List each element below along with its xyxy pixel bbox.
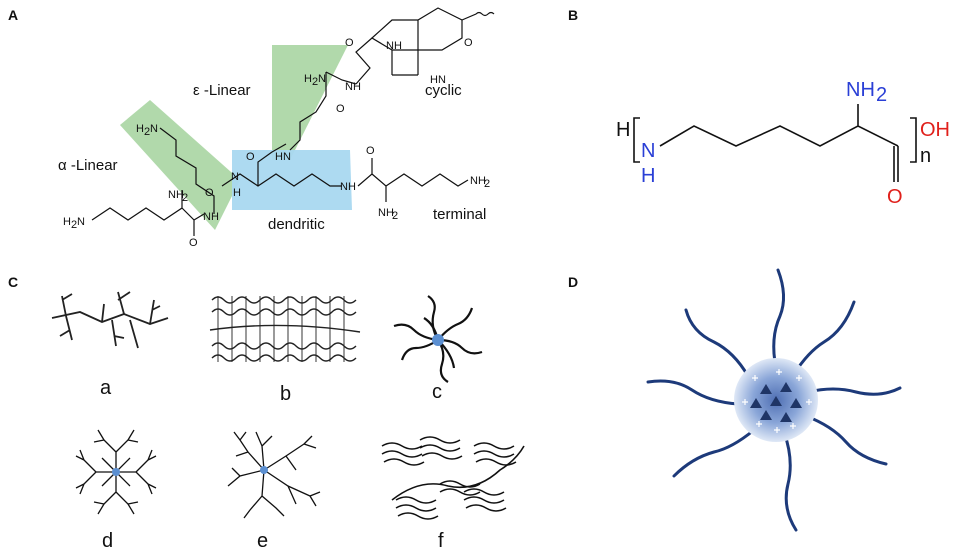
epsilon-nh: NH: [345, 81, 361, 93]
alpha-o: O: [205, 187, 214, 199]
left-h2n: H: [63, 216, 71, 228]
sublabel-e: e: [257, 530, 268, 552]
structure-d: [75, 429, 157, 515]
left-o: O: [189, 237, 198, 249]
b-backbone: [659, 104, 899, 147]
arm: [782, 430, 798, 532]
left-nh2: NH: [168, 189, 184, 201]
cyclic-hn: HN: [430, 74, 446, 86]
terminal-nh2: NH: [378, 207, 394, 219]
cyclic-label: cyclic: [425, 82, 462, 99]
cyclic-tail: [461, 11, 495, 21]
sublabel-a: a: [100, 377, 112, 399]
panel-a: NH HN O O H 2 N NH O ε -Linear cyclic H …: [58, 7, 495, 249]
panel-b: H N H NH 2 O OH n: [616, 79, 950, 208]
panel-c: a b c: [51, 291, 525, 552]
panel-label-c: C: [8, 274, 18, 290]
dendritic-hn: HN: [275, 151, 291, 163]
panel-label-b: B: [568, 7, 578, 23]
structure-a: [51, 291, 169, 349]
triangle-icon: [760, 384, 772, 394]
left-h2n-n: N: [77, 216, 85, 228]
epsilon-o: O: [336, 103, 345, 115]
panel-d: [646, 268, 902, 532]
alpha-nh: NH: [203, 211, 219, 223]
triangle-icon: [750, 398, 762, 408]
alpha-linear-region: [120, 100, 240, 230]
cyclic-ring: [370, 7, 463, 76]
terminal-end-nh2: NH: [470, 175, 486, 187]
dendritic-label: dendritic: [268, 216, 325, 233]
sublabel-d: d: [102, 530, 113, 552]
arm: [772, 268, 785, 370]
triangle-icon: [760, 410, 772, 420]
cyclic-nh: NH: [386, 40, 402, 52]
dendritic-n: N: [231, 171, 239, 183]
triangle-icon: [790, 398, 802, 408]
triangle-icon: [780, 382, 792, 392]
b-n-sub: n: [920, 145, 931, 167]
alpha-h2n-top: H: [136, 123, 144, 135]
b-h-left: H: [616, 119, 630, 141]
b-nh2: NH: [846, 79, 875, 101]
structure-d-core: [112, 468, 120, 476]
arm: [806, 386, 902, 396]
structure-b: [209, 296, 361, 362]
dendritic-region: [232, 150, 352, 210]
sublabel-b: b: [280, 383, 291, 405]
terminal-label: terminal: [433, 206, 486, 223]
b-o: O: [887, 186, 903, 208]
alpha-h2n-top-n: N: [150, 123, 158, 135]
cyclic-link-bonds: [289, 37, 373, 151]
terminal-o: O: [366, 145, 375, 157]
b-carbonyl: [893, 146, 899, 182]
structure-e: [227, 431, 321, 519]
panel-label-a: A: [8, 7, 18, 23]
alpha-chain-bonds: [159, 127, 215, 214]
dendritic-nh: NH: [340, 181, 356, 193]
micelle-charges: [742, 369, 812, 433]
triangle-icon: [770, 396, 782, 406]
b-bracket-right: [910, 117, 917, 163]
epsilon-h2n: H: [304, 73, 312, 85]
dendritic-chain-bonds: [221, 143, 342, 187]
b-n: N: [641, 140, 655, 162]
triangle-icon: [780, 412, 792, 422]
cargo-triangles: [750, 382, 802, 422]
left-chain-bonds: [91, 190, 205, 236]
structure-c-core: [432, 334, 444, 346]
left-nh2-sub: 2: [182, 192, 188, 204]
terminal-chain-bonds: [357, 158, 469, 202]
left-h2n-sub: 2: [71, 219, 77, 231]
arm: [646, 379, 740, 406]
dendritic-h: H: [233, 187, 241, 199]
cyclic-o2: O: [464, 37, 473, 49]
terminal-nh2-sub: 2: [392, 210, 398, 222]
sublabel-c: c: [432, 381, 442, 403]
panel-d-arms: [646, 268, 902, 532]
arm: [684, 308, 750, 378]
panel-label-d: D: [568, 274, 578, 290]
b-bracket-left: [633, 117, 640, 163]
b-nh2-sub: 2: [876, 84, 887, 106]
terminal-end-nh2-sub: 2: [484, 178, 490, 190]
epsilon-h2n-sub: 2: [312, 76, 318, 88]
structure-e-core: [260, 466, 268, 474]
epsilon-linear-label: ε -Linear: [193, 82, 251, 99]
b-h-below: H: [641, 165, 655, 187]
alpha-h2n-top-sub: 2: [144, 126, 150, 138]
b-oh: OH: [920, 119, 950, 141]
dendritic-o: O: [246, 151, 255, 163]
sublabel-f: f: [438, 530, 444, 552]
cyclic-o1: O: [345, 37, 354, 49]
arm: [672, 428, 756, 478]
arm: [804, 414, 888, 466]
epsilon-h2n-n: N: [318, 73, 326, 85]
alpha-linear-label: α -Linear: [58, 157, 118, 174]
arm: [792, 300, 856, 376]
structure-f: [381, 436, 525, 520]
